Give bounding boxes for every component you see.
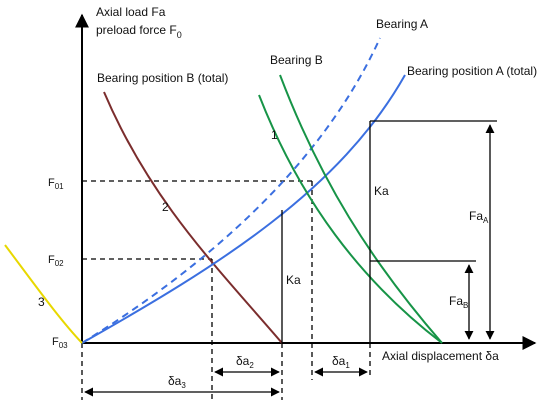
tick-f01: F01 <box>48 177 64 191</box>
label-bearing-b: Bearing B <box>270 53 323 67</box>
da1-label: δa1 <box>332 354 350 370</box>
bearing-position-a-total-curve <box>81 74 406 344</box>
bearing-position-b-total-curve <box>103 91 283 344</box>
ka-left-label: Ka <box>286 273 301 287</box>
label-bearing-a: Bearing A <box>376 17 428 31</box>
label-bearing-position-b-total: Bearing position B (total) <box>97 71 228 85</box>
tick-f03: F03 <box>52 336 68 350</box>
bearing-a-curve <box>81 37 381 344</box>
fa-a-label: FaA <box>469 209 489 225</box>
fa-b-label: FaB <box>449 294 468 310</box>
x-axis-label: Axial displacement δa <box>382 349 499 363</box>
marker-2: 2 <box>162 200 169 214</box>
marker-3: 3 <box>38 295 45 309</box>
ka-right-label: Ka <box>374 184 389 198</box>
bearing-b-curve-2 <box>279 74 443 344</box>
y-axis-label-line1: Axial load Fa <box>96 5 166 19</box>
bearing-b-curve-1 <box>258 94 443 344</box>
da3-label: δa3 <box>168 374 186 390</box>
curve-3 <box>4 244 83 344</box>
da2-label: δa2 <box>236 354 254 370</box>
marker-1: 1 <box>271 128 278 142</box>
tick-f02: F02 <box>48 254 64 268</box>
label-bearing-position-a-total: Bearing position A (total) <box>407 64 537 78</box>
y-axis-label-line2: preload force F0 <box>96 23 182 40</box>
